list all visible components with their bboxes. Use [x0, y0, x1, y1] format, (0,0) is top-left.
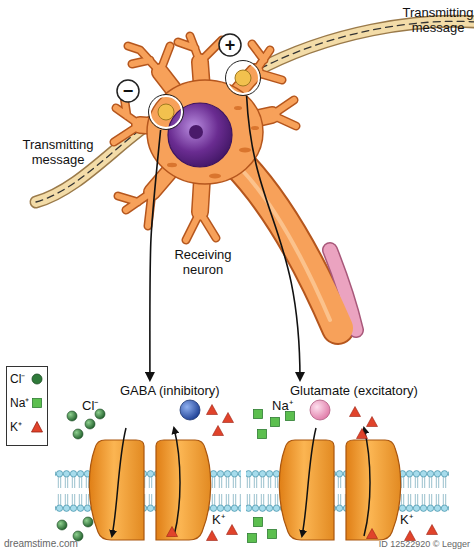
legend-sample-shape [33, 399, 42, 408]
synaptic-bulb [235, 70, 251, 86]
ion-label: K⁺ [212, 512, 242, 527]
nucleus [168, 103, 232, 167]
sign-circle [117, 80, 139, 102]
ion-flow-arrows [112, 428, 180, 536]
synapse-ring: Transmitting message [225, 60, 261, 96]
glutamate-receptor-group: Glutamate (excitatory)Na⁺ K⁺ [250, 380, 450, 545]
ions [57, 405, 438, 543]
gaba-ligand [180, 400, 200, 420]
glutamate-channel [279, 440, 400, 540]
watermark: dreamstime.com [4, 538, 114, 550]
synapse-ring: Transmitting message [148, 94, 184, 130]
legend-sample [31, 397, 43, 409]
legend-sample-shape [32, 422, 43, 433]
ion-label: Na⁺ [272, 398, 302, 413]
legend-sample-shape [32, 374, 42, 384]
legend-box: Cl⁻ Na⁺ K⁺ [6, 366, 48, 446]
legend-text: Cl⁻ [10, 372, 25, 387]
signal-arrow [150, 130, 161, 380]
legend-sample [31, 373, 43, 385]
axon-label: Transmitting message [13, 137, 103, 167]
ion-flow-arrows [302, 428, 370, 536]
legend-text: K⁺ [10, 420, 22, 435]
membrane [55, 470, 241, 512]
ion-label: K⁺ [400, 512, 430, 527]
gaba-channel [89, 440, 210, 540]
neuron-label: Receiving neuron [158, 247, 248, 277]
synaptic-bulb [158, 104, 174, 120]
sign-circle [219, 34, 241, 56]
signal-arrow [247, 96, 300, 380]
receptor-heading: GABA (inhibitory) [120, 383, 250, 398]
nucleolus [189, 125, 203, 139]
ion-label: Cl⁻ [82, 398, 112, 413]
watermark: ID 12522920 © Legger [344, 539, 470, 550]
polarity-sign: − [117, 81, 139, 101]
receiving-neuron [114, 36, 356, 330]
legend-text: Na⁺ [10, 396, 29, 411]
glutamate-ligand [310, 400, 330, 420]
legend-sample [31, 421, 43, 433]
receptor-heading: Glutamate (excitatory) [290, 383, 450, 398]
axon-label: Transmitting message [393, 5, 474, 35]
polarity-sign: + [219, 35, 241, 55]
gaba-receptor-group: GABA (inhibitory)Cl⁻K⁺ [60, 380, 245, 545]
